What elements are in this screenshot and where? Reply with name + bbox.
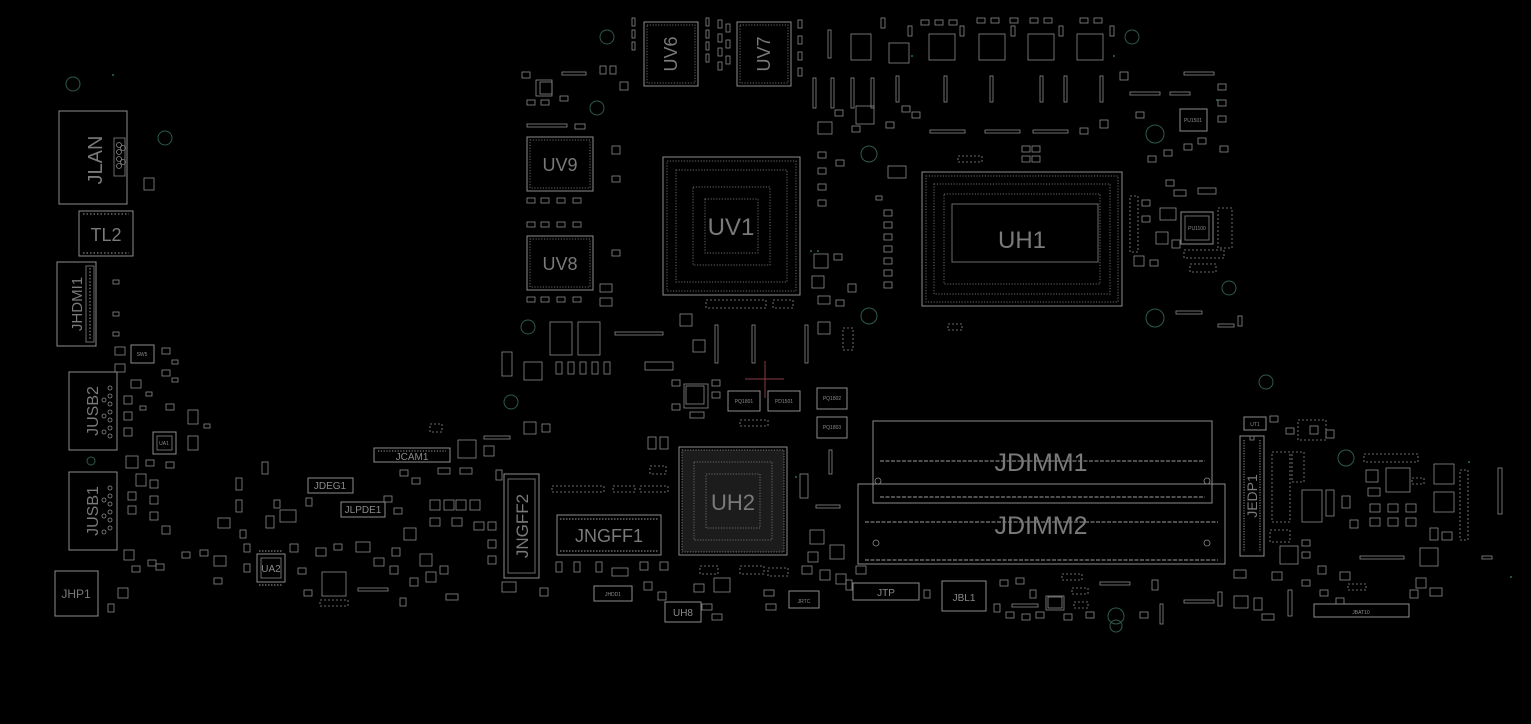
uh1-label: UH1	[998, 227, 1046, 254]
jcam1-connector[interactable]: JCAM1	[373, 447, 451, 463]
jlan-connector[interactable]: JLAN	[58, 110, 128, 205]
uv9-label: UV9	[542, 155, 577, 175]
ua1-chip[interactable]: UA1	[152, 431, 177, 455]
jrtc-connector[interactable]: JRTC	[788, 590, 820, 609]
jbl1-label: JBL1	[953, 593, 976, 604]
jhdd1-label: JHDD1	[605, 592, 621, 598]
uv8-label: UV8	[542, 254, 577, 274]
pq1802-label: PQ1802	[823, 396, 842, 402]
jusb2-label: JUSB2	[85, 386, 102, 436]
ua2-label: UA2	[261, 564, 281, 575]
jusb2-connector[interactable]: JUSB2	[68, 371, 118, 451]
ua1-label: UA1	[159, 441, 169, 447]
jngff2-label: JNGFF2	[513, 494, 532, 558]
pq1803-chip[interactable]: PQ1803	[816, 416, 848, 439]
uh8-chip[interactable]: UH8	[664, 601, 702, 623]
uh2-label: UH2	[711, 490, 755, 515]
minor-ic-group	[539, 81, 1063, 609]
tl2-transformer[interactable]: TL2	[78, 210, 134, 257]
jhdmi1-connector[interactable]: JHDMI1	[56, 261, 97, 347]
jlan-label: JLAN	[85, 136, 107, 185]
jusb1-label: JUSB1	[85, 486, 102, 536]
jngff2-connector[interactable]: JNGFF2	[503, 473, 540, 579]
tl2-label: TL2	[90, 225, 121, 245]
uv1-label: UV1	[708, 214, 755, 241]
jdeg1-connector[interactable]: JDEG1	[307, 477, 354, 494]
uv8-vram[interactable]: UV8	[526, 235, 594, 291]
pq1802-chip[interactable]: PQ1802	[816, 387, 848, 410]
uh8-label: UH8	[673, 608, 693, 619]
pq1801-label: PQ1801	[735, 399, 754, 405]
jtp-label: JTP	[877, 588, 895, 599]
jhp1-label: JHP1	[61, 587, 91, 601]
mounting-holes	[65, 29, 1355, 633]
jdimm2-slot[interactable]: JDIMM2	[857, 483, 1226, 565]
uh2-chip[interactable]: UH2	[678, 446, 788, 556]
probe-cursor	[745, 361, 784, 398]
jngff1-label: JNGFF1	[575, 526, 643, 546]
sw5-label: SW5	[137, 352, 148, 358]
jbl1-connector[interactable]: JBL1	[941, 580, 987, 612]
jngff1-connector[interactable]: JNGFF1	[556, 514, 662, 556]
jhp1-connector[interactable]: JHP1	[54, 570, 99, 617]
ut1-label: UT1	[1250, 422, 1260, 428]
jtp-connector[interactable]: JTP	[852, 582, 920, 601]
jdimm1-slot[interactable]: JDIMM1	[872, 420, 1213, 504]
jbat10-connector[interactable]: JBAT10	[1313, 603, 1410, 618]
uh1-cpu[interactable]: UH1	[921, 171, 1123, 307]
jlpde1-connector[interactable]: JLPDE1	[340, 501, 386, 518]
uv6-vram[interactable]: UV6	[643, 21, 699, 87]
jlpde1-label: JLPDE1	[345, 505, 382, 516]
passive-components	[107, 17, 1503, 625]
jedp1-label: JEDP1	[1244, 474, 1260, 518]
uv7-label: UV7	[754, 36, 774, 71]
jusb1-connector[interactable]: JUSB1	[68, 471, 118, 551]
uv9-vram[interactable]: UV9	[526, 136, 594, 192]
jdeg1-label: JDEG1	[314, 481, 347, 492]
jdimm2-label: JDIMM2	[994, 512, 1087, 540]
jhdmi1-label: JHDMI1	[69, 277, 86, 331]
uv6-label: UV6	[661, 36, 681, 71]
test-points	[112, 55, 1512, 578]
pu1501-label: PU1501	[1184, 118, 1202, 124]
jdimm1-label: JDIMM1	[994, 449, 1087, 477]
pu1100-chip[interactable]: PU1100	[1180, 211, 1214, 245]
pd1501-label: PD1501	[775, 399, 793, 405]
pd1501-chip[interactable]: PD1501	[767, 390, 801, 412]
jhdd1-connector[interactable]: JHDD1	[593, 585, 633, 602]
sw5-switch[interactable]: SW5	[130, 344, 155, 364]
pq1801-chip[interactable]: PQ1801	[727, 390, 761, 412]
pu1501-chip[interactable]: PU1501	[1179, 108, 1208, 132]
pq1803-label: PQ1803	[823, 425, 842, 431]
jcam1-label: JCAM1	[396, 452, 429, 463]
ut1-chip[interactable]: UT1	[1243, 416, 1267, 431]
ua2-chip[interactable]: UA2	[256, 550, 286, 586]
jrtc-label: JRTC	[798, 599, 811, 605]
jbat10-label: JBAT10	[1352, 610, 1370, 616]
uv7-vram[interactable]: UV7	[736, 21, 792, 87]
uv1-gpu[interactable]: UV1	[662, 156, 801, 296]
pu1100-label: PU1100	[1188, 226, 1206, 232]
